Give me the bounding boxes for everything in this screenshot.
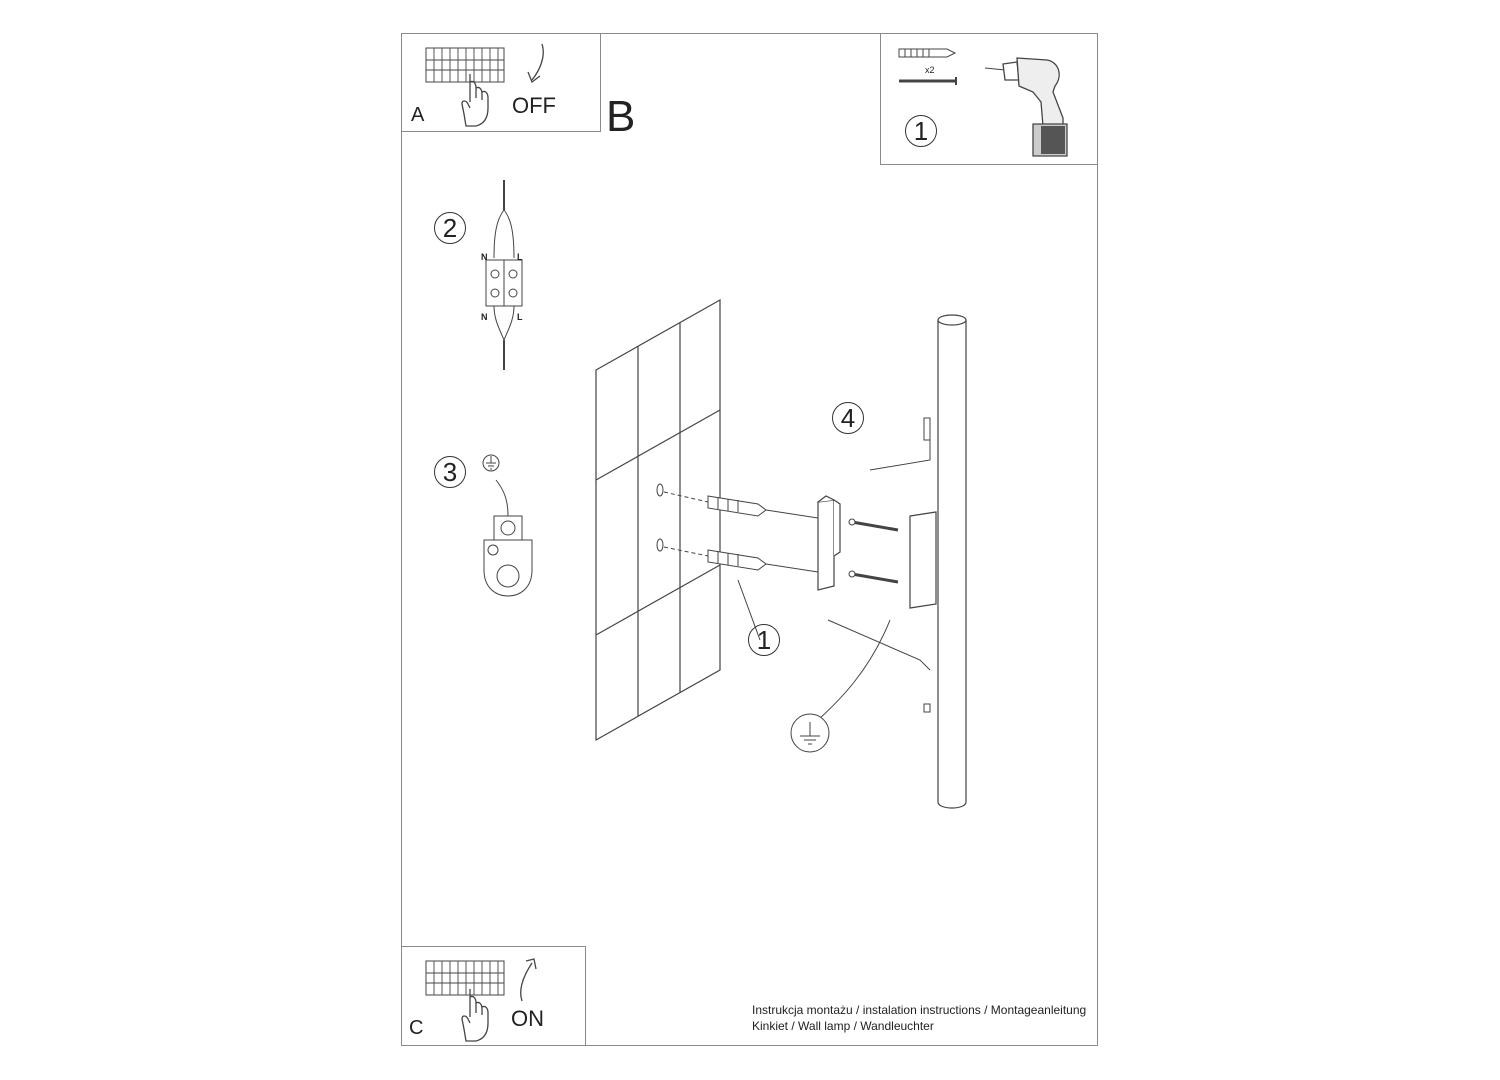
footer-line-1: Instrukcja montażu / instalation instruc… <box>752 1003 1087 1017</box>
drill-icon <box>983 52 1093 160</box>
arrow-icon <box>522 42 552 92</box>
step-number: 2 <box>434 212 466 244</box>
hand-icon <box>460 989 500 1041</box>
tools-panel: x2 1 <box>880 33 1098 165</box>
wall-plug-icon <box>897 46 957 60</box>
panel-letter: C <box>409 1017 424 1039</box>
ground-terminal-icon <box>478 476 538 600</box>
power-state-label: ON <box>511 1006 544 1031</box>
ground-symbol-icon <box>480 452 502 474</box>
panel-c-power-on: C ON <box>401 946 586 1046</box>
step-number: 1 <box>905 115 937 147</box>
neutral-label-bottom: N <box>481 312 488 322</box>
neutral-label-top: N <box>481 252 488 262</box>
wall-plug <box>708 496 766 570</box>
breaker-panel-icon <box>426 959 506 999</box>
tube-lamp <box>910 315 966 808</box>
footer-line-2: Kinkiet / Wall lamp / Wandleuchter <box>752 1019 934 1033</box>
panel-letter: A <box>411 104 425 126</box>
live-label-bottom: L <box>517 312 523 322</box>
mounting-bracket <box>818 496 840 590</box>
assembly-drawing <box>590 290 990 820</box>
live-label-top: L <box>517 252 523 262</box>
screw-icon <box>897 77 957 85</box>
arrow-icon <box>512 955 542 1005</box>
hand-icon <box>460 74 500 126</box>
breaker-panel-icon <box>426 46 506 86</box>
footer-title: Instrukcja montażu / instalation instruc… <box>752 1002 1086 1034</box>
step-number: 3 <box>434 456 466 488</box>
panel-a-power-off: A OFF <box>401 33 601 132</box>
step-number-bracket: 4 <box>832 402 864 434</box>
instruction-sheet <box>401 33 1098 1046</box>
step-number-anchors: 1 <box>748 624 780 656</box>
wall-tiles <box>596 300 720 740</box>
quantity-label: x2 <box>925 65 935 75</box>
panel-letter-b: B <box>606 92 636 141</box>
terminal-block-icon <box>476 180 536 370</box>
power-state-label: OFF <box>512 93 556 118</box>
